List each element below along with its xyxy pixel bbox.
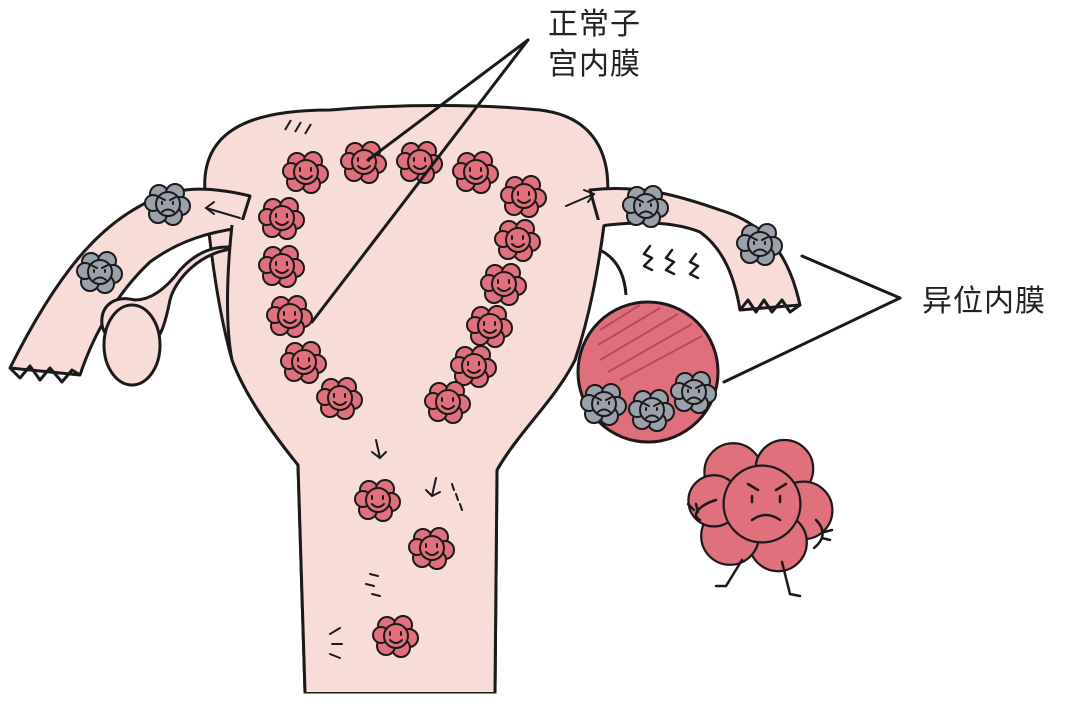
sad-cell-character (686, 438, 835, 598)
outward-arrows (204, 189, 596, 219)
left-fallopian-tube (8, 187, 252, 387)
pain-lines (642, 244, 700, 280)
ectopic-pointers (722, 254, 902, 384)
normal-endometrium-label-line1: 正常子 (548, 7, 641, 42)
normal-endometrium-pointers (310, 38, 530, 324)
ectopic-endometrium-label: 异位内膜 (922, 284, 1046, 319)
ovarian-cyst (576, 300, 720, 444)
normal-endometrium-label-line2: 宫内膜 (548, 47, 641, 82)
falling-arrows (329, 439, 463, 659)
